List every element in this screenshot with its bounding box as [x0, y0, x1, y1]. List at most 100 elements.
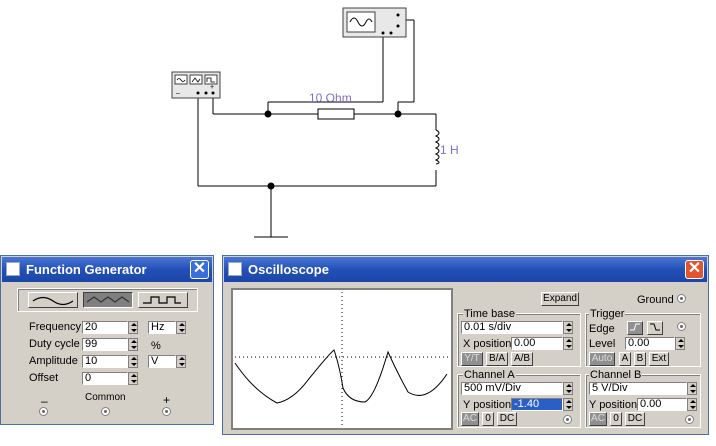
- square-wave-button[interactable]: [138, 292, 188, 308]
- trigger-level-input[interactable]: 0.00: [625, 337, 675, 350]
- oscilloscope-instrument-icon: [342, 7, 407, 38]
- amplitude-label: Amplitude: [29, 355, 78, 367]
- expand-button[interactable]: Expand: [541, 292, 579, 306]
- channel-a-scale-input[interactable]: 500 mV/Div: [461, 382, 563, 395]
- trigger-auto-button[interactable]: Auto: [589, 352, 615, 366]
- frequency-unit-select[interactable]: Hz: [148, 321, 176, 334]
- plus-terminal-label: +: [163, 393, 171, 407]
- oscilloscope-close-button[interactable]: ✕: [685, 260, 704, 279]
- duty-cycle-input[interactable]: 99: [82, 338, 128, 351]
- time-base-group: [457, 313, 581, 367]
- common-terminal-label: Common: [85, 392, 126, 403]
- oscilloscope-titlebar[interactable]: Oscilloscope ✕: [224, 257, 707, 282]
- x-position-label: X position: [463, 338, 512, 350]
- time-base-label: Time base: [463, 308, 516, 320]
- channel-b-y-position-spinner[interactable]: [687, 398, 697, 411]
- ground-label: Ground: [637, 294, 674, 306]
- oscilloscope-window: Oscilloscope ✕ Expand Ground Time base 0…: [222, 255, 709, 435]
- channel-a-y-position-label: Y position: [463, 399, 512, 411]
- inductor-label: 1 H: [440, 143, 459, 157]
- minus-terminal-label: –: [41, 394, 48, 408]
- frequency-unit-spinner[interactable]: [176, 321, 186, 334]
- sine-wave-icon: [32, 296, 74, 306]
- channel-a-terminal[interactable]: [563, 415, 572, 424]
- channel-a-ac-button[interactable]: AC: [461, 412, 479, 426]
- falling-edge-button[interactable]: [647, 321, 663, 335]
- channel-a-group: [457, 374, 581, 428]
- trigger-b-button[interactable]: B: [634, 352, 646, 366]
- channel-b-label: Channel B: [589, 369, 643, 381]
- offset-spinner[interactable]: [128, 372, 138, 385]
- resistor-label: 10 Ohm: [309, 91, 352, 105]
- offset-label: Offset: [29, 372, 59, 384]
- amplitude-spinner[interactable]: [128, 355, 138, 368]
- ab-mode-button[interactable]: A/B: [511, 352, 533, 366]
- oscilloscope-screen: [231, 288, 453, 430]
- channel-a-zero-button[interactable]: 0: [482, 412, 494, 426]
- resistor-symbol: [317, 108, 355, 120]
- trigger-ext-button[interactable]: Ext: [649, 352, 669, 366]
- x-position-input[interactable]: 0.00: [511, 337, 563, 350]
- channel-a-y-position-input[interactable]: -1.40: [511, 398, 563, 411]
- common-terminal[interactable]: [101, 407, 110, 416]
- rising-edge-icon: [630, 323, 640, 331]
- frequency-label: Frequency: [29, 321, 81, 333]
- ground-terminal[interactable]: [677, 294, 686, 303]
- amplitude-unit-select[interactable]: V: [148, 355, 176, 368]
- trigger-level-spinner[interactable]: [675, 337, 685, 350]
- triangle-wave-icon: [86, 296, 130, 303]
- channel-b-zero-button[interactable]: 0: [610, 412, 622, 426]
- channel-b-scale-input[interactable]: 5 V/Div: [589, 382, 687, 395]
- channel-a-y-position-spinner[interactable]: [563, 398, 573, 411]
- function-generator-window: Function Generator ✕ Frequency 20 Hz Dut…: [0, 255, 214, 425]
- function-generator-title: Function Generator: [26, 262, 147, 277]
- trigger-label: Trigger: [589, 308, 626, 320]
- channel-b-dc-button[interactable]: DC: [625, 412, 645, 426]
- frequency-input[interactable]: 20: [82, 321, 128, 334]
- channel-b-group: [585, 374, 701, 428]
- edge-label: Edge: [589, 323, 615, 335]
- falling-edge-icon: [650, 323, 660, 331]
- waveform-group: [17, 288, 198, 312]
- duty-cycle-spinner[interactable]: [128, 338, 138, 351]
- duty-cycle-label: Duty cycle: [29, 338, 80, 350]
- channel-b-ac-button[interactable]: AC: [589, 412, 607, 426]
- offset-input[interactable]: 0: [82, 372, 128, 385]
- trigger-group: [585, 313, 701, 367]
- channel-a-scale-spinner[interactable]: [563, 382, 573, 395]
- channel-b-y-position-input[interactable]: 0.00: [637, 398, 687, 411]
- oscilloscope-trace: [234, 292, 449, 426]
- amplitude-input[interactable]: 10: [82, 355, 128, 368]
- window-icon: [6, 262, 20, 276]
- square-wave-icon: [143, 296, 181, 304]
- function-generator-titlebar[interactable]: Function Generator ✕: [2, 257, 212, 282]
- function-generator-close-button[interactable]: ✕: [190, 260, 209, 279]
- amplitude-unit-spinner[interactable]: [176, 355, 186, 368]
- rising-edge-button[interactable]: [627, 321, 643, 335]
- channel-b-terminal[interactable]: [685, 415, 694, 424]
- minus-terminal[interactable]: [39, 407, 48, 416]
- channel-a-dc-button[interactable]: DC: [497, 412, 517, 426]
- channel-b-y-position-label: Y position: [589, 399, 638, 411]
- window-icon: [228, 262, 242, 276]
- x-position-spinner[interactable]: [563, 337, 573, 350]
- triangle-wave-button[interactable]: [83, 292, 133, 308]
- duty-cycle-unit: %: [151, 340, 161, 352]
- time-base-input[interactable]: 0.01 s/div: [461, 321, 563, 334]
- level-label: Level: [589, 338, 616, 350]
- svg-text:–: –: [176, 90, 180, 97]
- plus-terminal[interactable]: [162, 407, 171, 416]
- channel-b-scale-spinner[interactable]: [687, 382, 697, 395]
- circuit-schematic: – +: [171, 7, 440, 238]
- channel-a-label: Channel A: [463, 369, 516, 381]
- function-generator-instrument-icon: – +: [171, 71, 221, 99]
- frequency-spinner[interactable]: [128, 321, 138, 334]
- ba-mode-button[interactable]: B/A: [486, 352, 508, 366]
- trigger-terminal[interactable]: [677, 322, 686, 331]
- sine-wave-button[interactable]: [28, 292, 78, 308]
- trigger-a-button[interactable]: A: [619, 352, 631, 366]
- time-base-spinner[interactable]: [563, 321, 573, 334]
- yt-mode-button[interactable]: Y/T: [461, 352, 483, 366]
- inductor-symbol: [434, 129, 440, 165]
- oscilloscope-title: Oscilloscope: [248, 262, 329, 277]
